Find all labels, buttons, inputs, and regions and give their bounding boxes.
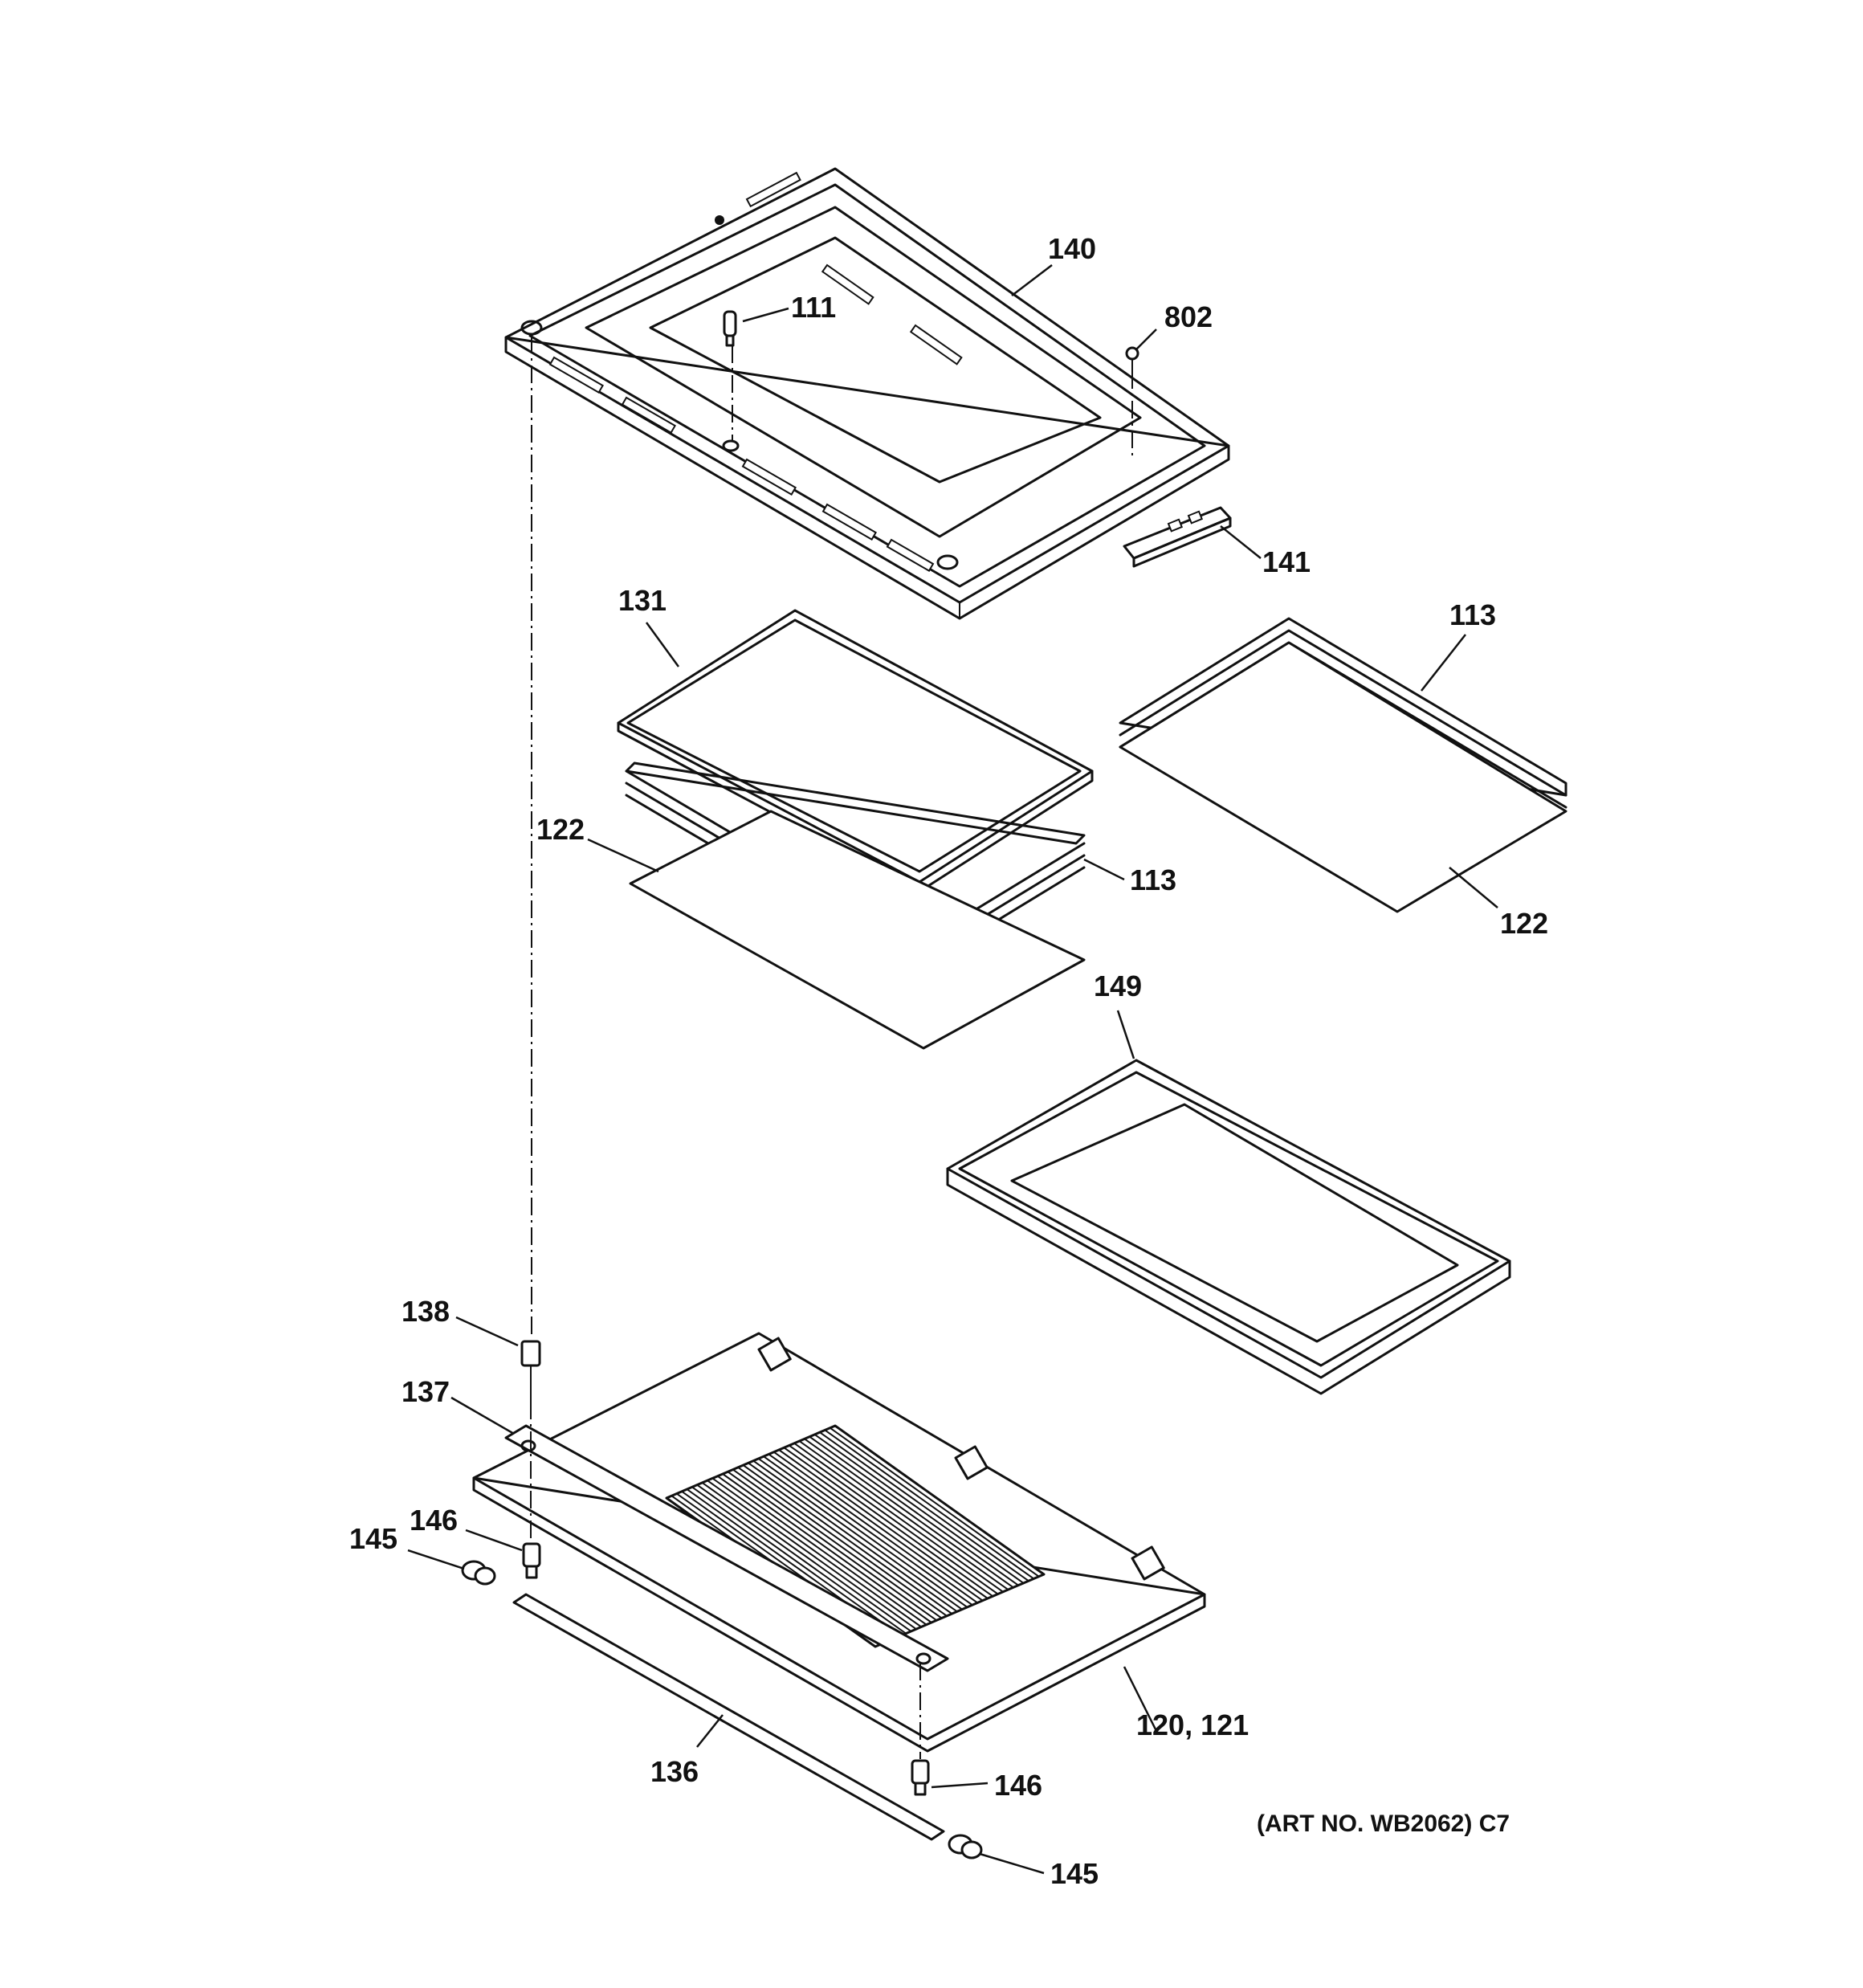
grille-slot <box>732 1468 943 1619</box>
grille-slot <box>830 1427 1040 1578</box>
callout-145-right: 145 <box>1050 1857 1099 1890</box>
callout-122-left: 122 <box>536 813 585 846</box>
grille-slot <box>778 1449 989 1599</box>
grille-slot <box>804 1438 1014 1589</box>
grille-slot <box>722 1473 932 1623</box>
part-146-bushing-right <box>911 1759 930 1796</box>
callout-137: 137 <box>402 1375 450 1408</box>
grille-slot <box>789 1444 999 1595</box>
grille-slot <box>696 1484 907 1635</box>
callout-138: 138 <box>402 1295 450 1328</box>
grille-slot <box>727 1471 937 1622</box>
callout-labels: 140 111 802 141 131 113 122 113 122 149 … <box>349 232 1548 1890</box>
part-145-cap-right <box>948 1834 983 1859</box>
leader-lines <box>407 264 1498 1875</box>
callout-113-right: 113 <box>1449 598 1496 631</box>
callout-120-121: 120, 121 <box>1136 1708 1249 1741</box>
grille-slot <box>824 1429 1034 1580</box>
callout-136: 136 <box>650 1755 699 1788</box>
part-136-rod <box>512 1593 945 1841</box>
grille-slot <box>691 1486 902 1637</box>
callout-141: 141 <box>1262 545 1311 578</box>
part-140-top-panel <box>504 167 1230 620</box>
grille-slot <box>748 1462 958 1613</box>
art-number: (ART NO. WB2062) C7 <box>1257 1810 1510 1837</box>
grille-slot <box>757 1458 968 1608</box>
callout-111: 111 <box>791 291 836 324</box>
callout-149: 149 <box>1094 970 1142 1002</box>
grille-slot <box>834 1425 1045 1575</box>
grille-slot <box>763 1455 973 1606</box>
grille-slot <box>742 1464 953 1614</box>
part-122-plate-right <box>1119 641 1567 913</box>
callout-113-left: 113 <box>1130 863 1176 896</box>
part-120-121-bottom-panel <box>472 1332 1206 1753</box>
part-122-plate-left <box>629 810 1086 1050</box>
part-149-tray <box>946 1059 1511 1395</box>
callout-122-right: 122 <box>1500 907 1548 940</box>
part-111-pin <box>723 310 737 347</box>
grille-slot <box>773 1451 984 1602</box>
grille-slot <box>707 1480 917 1630</box>
grille-slot <box>783 1447 993 1598</box>
grille-slot <box>813 1434 1025 1584</box>
callout-140: 140 <box>1048 232 1096 265</box>
callout-146-left: 146 <box>410 1504 458 1537</box>
grille-slot <box>819 1431 1029 1582</box>
grille-slot <box>711 1477 922 1628</box>
grille-slot <box>768 1453 978 1604</box>
alignment-lines <box>530 336 1133 1759</box>
grille-slot <box>809 1435 1019 1586</box>
grille-slot <box>793 1443 1004 1593</box>
grille-slot <box>798 1440 1009 1590</box>
callout-145-left: 145 <box>349 1522 397 1555</box>
part-802-screw <box>1125 346 1139 371</box>
part-131-glass-frame <box>617 609 1094 893</box>
part-141-hinge <box>1123 506 1232 568</box>
part-146-bushing-left <box>522 1542 541 1579</box>
grille-slot <box>717 1475 927 1626</box>
callout-802: 802 <box>1164 300 1213 333</box>
callout-131: 131 <box>618 584 667 617</box>
part-138-standoff <box>520 1340 541 1402</box>
part-137-strip <box>504 1424 949 1672</box>
part-145-cap-left <box>461 1560 496 1586</box>
grille-slot <box>752 1459 963 1610</box>
callout-146-right: 146 <box>994 1769 1042 1802</box>
grille-slot <box>737 1467 948 1617</box>
grille-slot <box>701 1482 912 1632</box>
